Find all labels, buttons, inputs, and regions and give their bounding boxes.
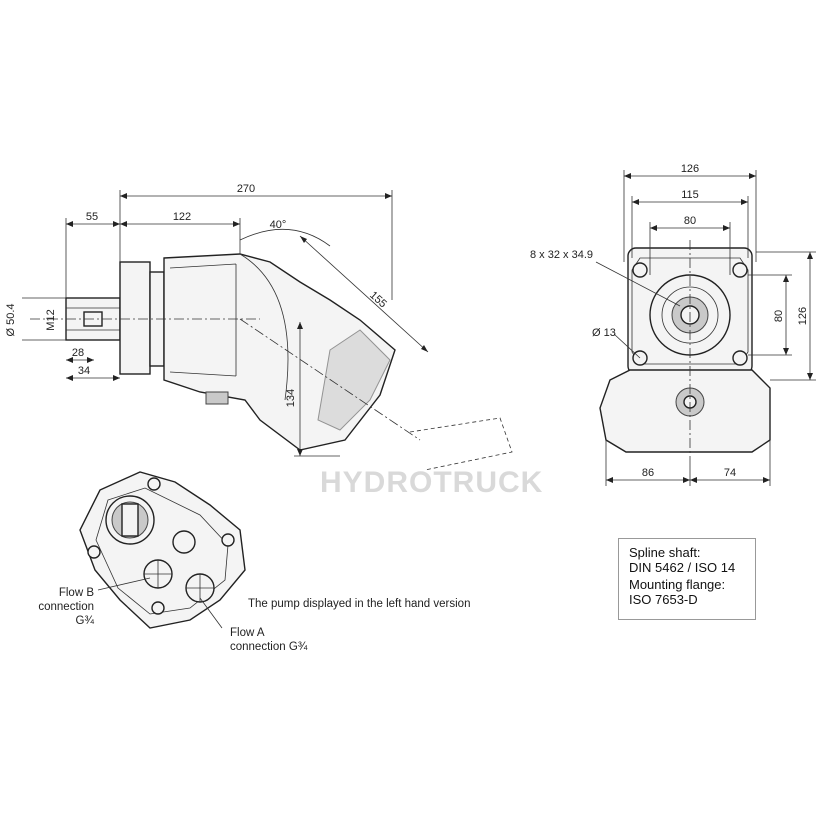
dim-28: 28	[72, 347, 84, 359]
dim-spline: 8 x 32 x 34.9	[530, 249, 593, 261]
bolt-hole	[632, 262, 648, 278]
mounting-flange	[119, 261, 151, 375]
dim-115: 115	[681, 189, 699, 201]
spec-box: Spline shaft: DIN 5462 / ISO 14 Mounting…	[618, 538, 756, 620]
dim-122: 122	[173, 211, 191, 223]
dim-155: 155	[367, 289, 389, 310]
flange-label: Mounting flange:	[629, 577, 726, 592]
dim-m12: M12	[45, 309, 57, 330]
spline-value: DIN 5462 / ISO 14	[629, 560, 736, 575]
dim-hole: Ø 13	[592, 327, 616, 339]
dim-86: 86	[642, 467, 654, 479]
flange-value: ISO 7653-D	[629, 592, 698, 607]
side-view: 270 55 122 40° 155 134 M12 Ø 50.4	[5, 183, 513, 471]
dim-126-side: 126	[797, 307, 809, 325]
dim-55: 55	[86, 211, 98, 223]
spline-label: Spline shaft:	[629, 545, 701, 560]
dim-shaft-dia: Ø 50.4	[5, 303, 17, 336]
end-view: 126 115 80 80 126	[530, 163, 816, 486]
dim-270: 270	[237, 183, 255, 195]
dim-34: 34	[78, 365, 90, 377]
flow-b-label: Flow B connection G¾	[38, 587, 94, 627]
dim-angle: 40°	[270, 219, 287, 231]
port-view	[79, 471, 246, 629]
dim-74: 74	[724, 467, 736, 479]
flow-a-label: Flow A connection G¾	[230, 627, 308, 653]
dim-80-top: 80	[684, 215, 696, 227]
watermark-logo: HYDROTRUCK	[320, 466, 544, 499]
dim-126-top: 126	[681, 163, 699, 175]
pump-caption: The pump displayed in the left hand vers…	[248, 598, 471, 610]
dim-134: 134	[285, 389, 297, 407]
side-dimensions: 270 55 122 40° 155 134 M12 Ø 50.4	[5, 183, 429, 457]
end-dimensions: 126 115 80 80 126	[530, 163, 816, 486]
dim-80-side: 80	[773, 310, 785, 322]
